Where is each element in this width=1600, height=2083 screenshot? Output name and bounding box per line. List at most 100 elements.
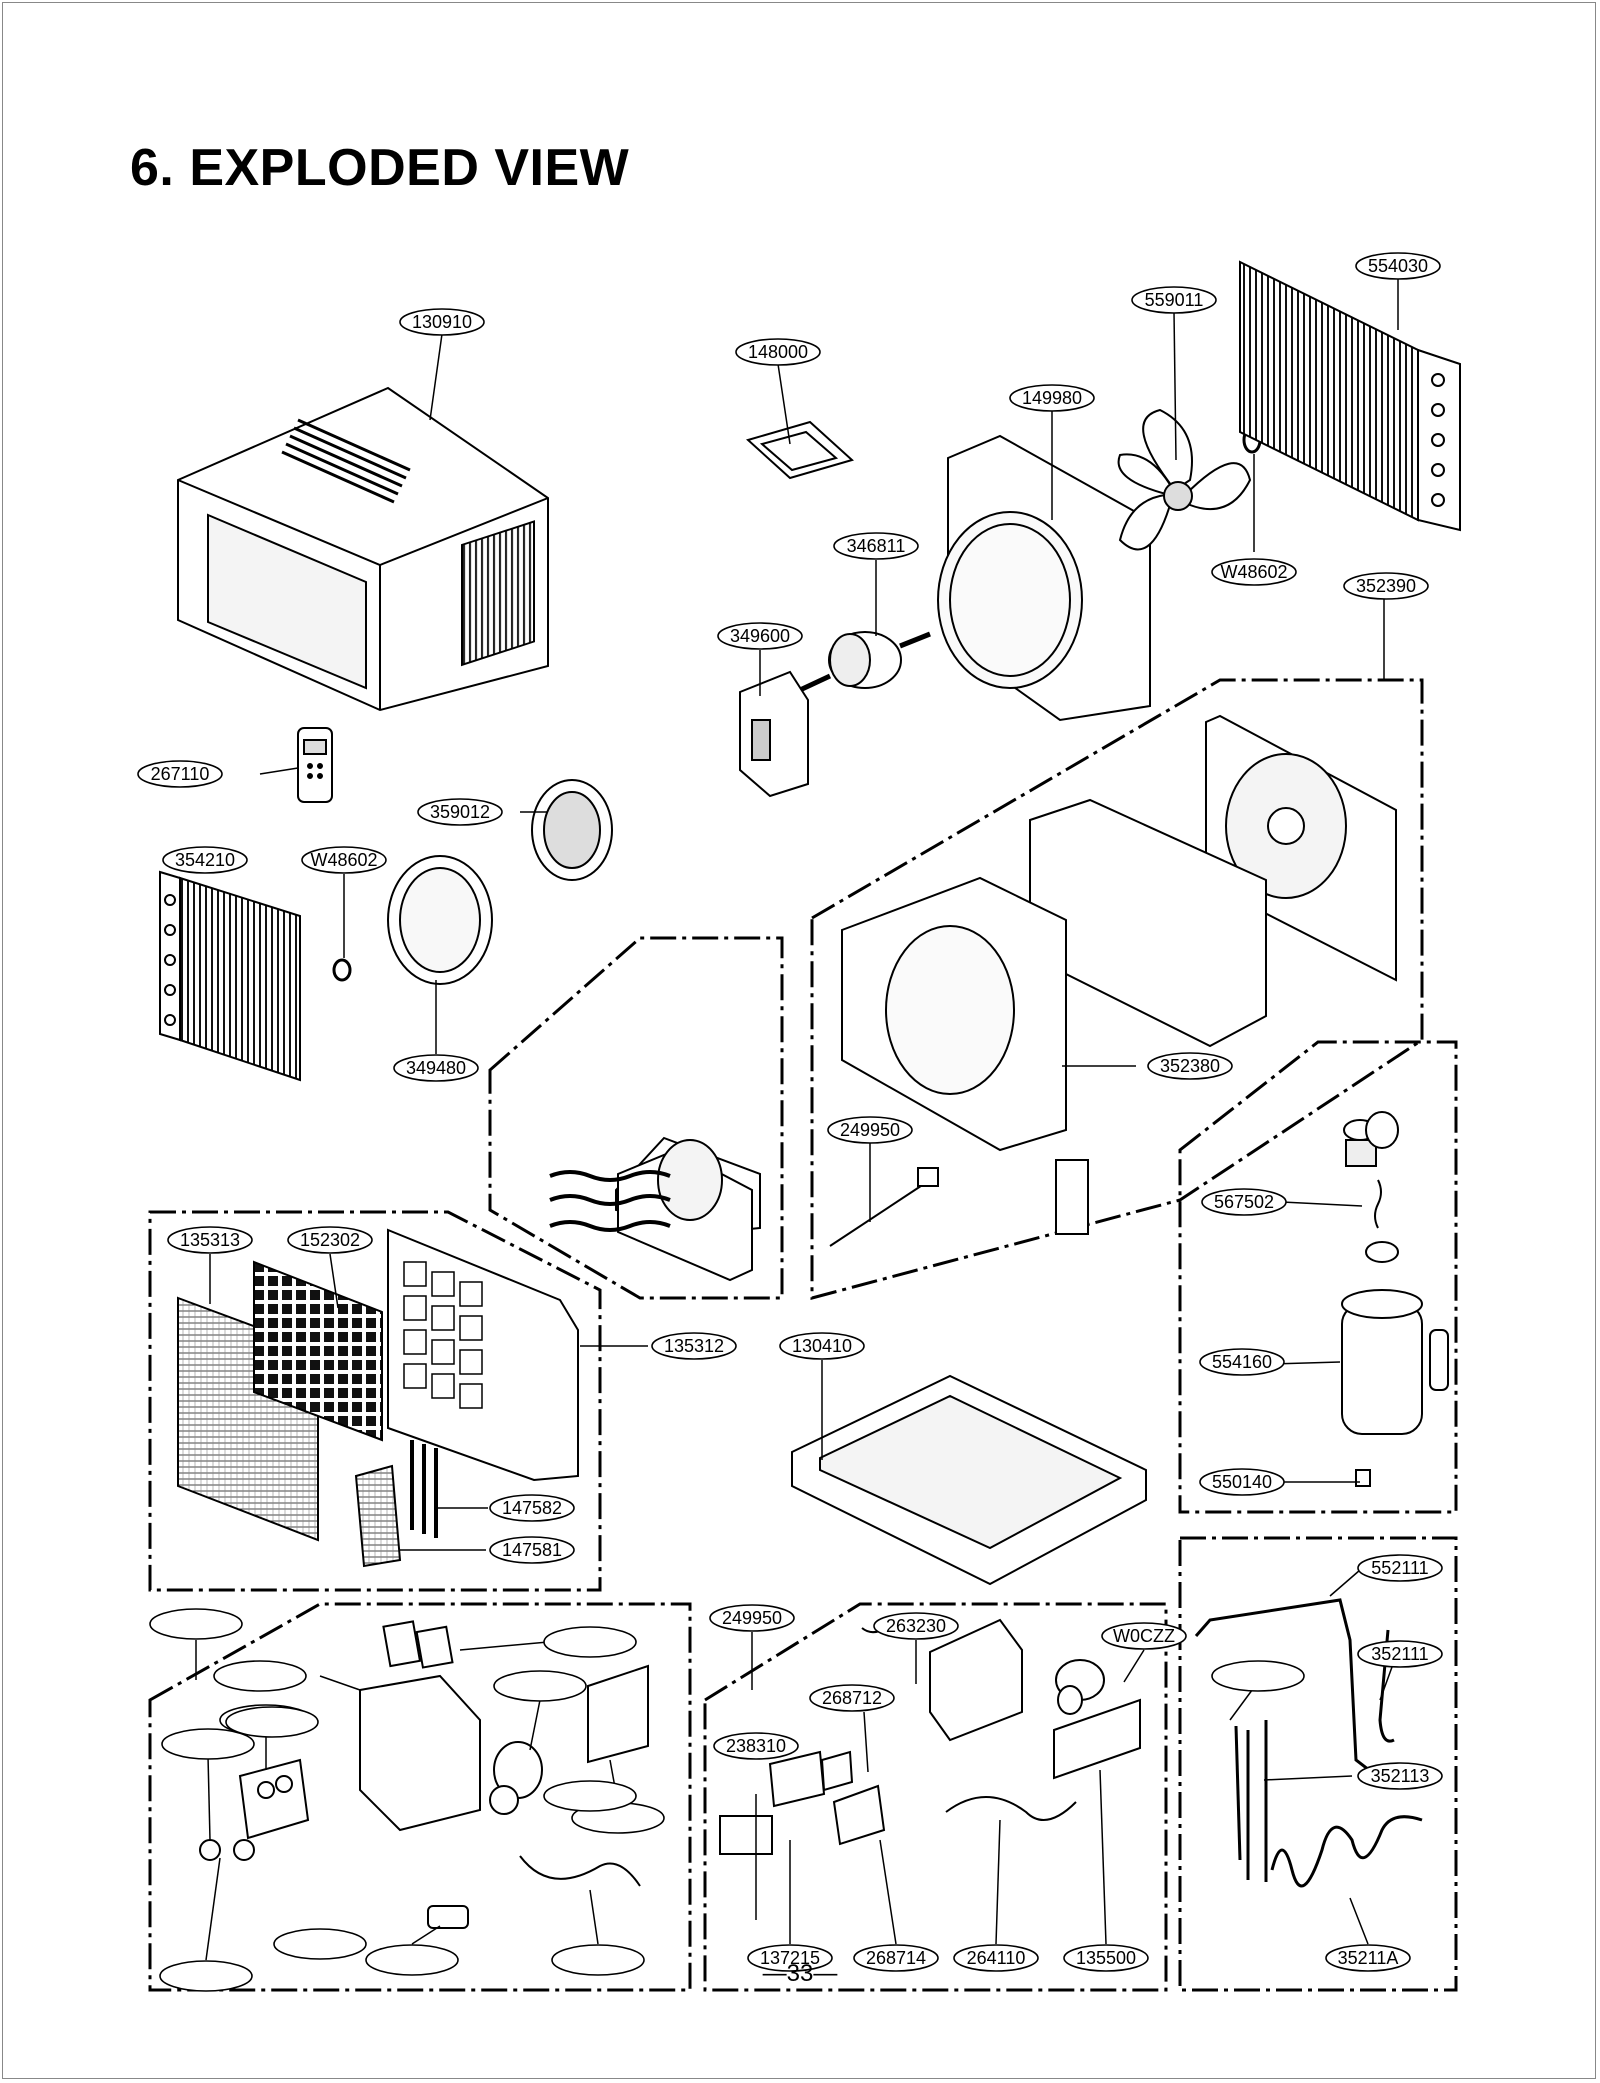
part-number-label: 263230: [886, 1616, 946, 1636]
bracket-part: [746, 420, 854, 480]
part-callout: 352380: [1147, 1052, 1233, 1080]
part-callout: 149980: [1009, 384, 1095, 412]
part-callout: 567502: [1201, 1188, 1287, 1216]
part-number-label: 249950: [722, 1608, 782, 1628]
part-callout: 359012: [417, 798, 503, 826]
callout-ellipse: [1199, 1348, 1285, 1376]
fan-part: [1117, 408, 1252, 551]
air-filter-part: [253, 1260, 383, 1442]
part-number-label: 147582: [502, 1498, 562, 1518]
part-number-label: 352380: [1160, 1056, 1220, 1076]
part-callout: 135500: [1063, 1944, 1149, 1972]
callout-ellipse: [1009, 384, 1095, 412]
part-callout: 268712: [809, 1684, 895, 1712]
part-callout: 147581: [489, 1536, 575, 1564]
remote-control-part: [297, 727, 333, 803]
part-number-label: W48602: [310, 850, 377, 870]
part-number-label: 137215: [760, 1948, 820, 1968]
callout-ellipse: [853, 1944, 939, 1972]
part-callout: 352111: [1357, 1640, 1443, 1668]
part-callout: 135313: [167, 1226, 253, 1254]
part-callout: 550140: [1199, 1468, 1285, 1496]
clip-part-2: [332, 958, 352, 982]
blank-callout: [365, 1944, 459, 1976]
callout-ellipse: [162, 846, 248, 874]
part-callout: 249950: [827, 1116, 913, 1144]
group-box-air-guide: [810, 678, 1424, 1300]
part-callout: 352113: [1357, 1762, 1443, 1790]
callout-ellipse: [747, 1944, 833, 1972]
part-callout: 152302: [287, 1226, 373, 1254]
part-callout: 349600: [717, 622, 803, 650]
cabinet-part: [177, 386, 549, 712]
blower-fan-part: [531, 779, 613, 881]
callout-ellipse: [1063, 1944, 1149, 1972]
motor-part: [798, 631, 931, 693]
part-number-label: 554160: [1212, 1352, 1272, 1372]
part-number-label: 238310: [726, 1736, 786, 1756]
callout-ellipse: [779, 1332, 865, 1360]
part-number-label: 352390: [1356, 576, 1416, 596]
callout-ellipse: [1325, 1944, 1411, 1972]
part-number-label: 152302: [300, 1230, 360, 1250]
group-box-piping: [1178, 1536, 1458, 1992]
air-guide-part: [841, 798, 1267, 1152]
part-callout: 135312: [651, 1332, 737, 1360]
part-number-label: 267110: [151, 764, 210, 784]
callout-ellipse: [953, 1944, 1039, 1972]
part-number-label: 264110: [967, 1948, 1026, 1968]
page-title: 6. EXPLODED VIEW: [130, 139, 630, 197]
part-number-label: 352111: [1371, 1644, 1428, 1664]
part-number-label: 148000: [748, 342, 808, 362]
blank-callout: [273, 1928, 367, 1960]
callout-ellipse: [287, 1226, 373, 1254]
part-callout: 559011: [1131, 286, 1217, 314]
part-callout: 554030: [1355, 252, 1441, 280]
callout-ellipse: [167, 1226, 253, 1254]
callout-ellipse: [1357, 1762, 1443, 1790]
part-number-label: 552111: [1371, 1558, 1428, 1578]
front-panel-part: [387, 1228, 579, 1482]
base-pan-part: [791, 1374, 1147, 1586]
part-number-label: 359012: [430, 802, 490, 822]
part-callout: 352390: [1343, 572, 1429, 600]
part-number-label: 35211A: [1338, 1948, 1399, 1968]
part-callout: 346811: [833, 532, 919, 560]
callout-ellipse: [399, 308, 485, 336]
thermistor-part: [829, 1159, 1089, 1247]
part-number-label: 130410: [792, 1336, 852, 1356]
part-callout: 268714: [853, 1944, 939, 1972]
part-number-label: 268712: [822, 1688, 882, 1708]
group-box-front-panel: [148, 1210, 602, 1592]
callout-ellipse: [1211, 558, 1297, 586]
callout-ellipse: [137, 760, 223, 788]
compressor-part: [1341, 1111, 1449, 1487]
blank-callout: [1211, 1660, 1305, 1692]
callout-ellipse: [709, 1604, 795, 1632]
part-number-label: W48602: [1220, 562, 1287, 582]
condenser-part: [1239, 260, 1461, 532]
callout-ellipse: [833, 532, 919, 560]
callout-ellipse: [1201, 1188, 1287, 1216]
blank-callout: [149, 1608, 243, 1640]
part-callout: W0CZZ: [1101, 1622, 1187, 1650]
heater-part: [549, 1136, 761, 1282]
part-number-label: 130910: [412, 312, 472, 332]
part-number-label: 135313: [180, 1230, 240, 1250]
part-number-label: 567502: [1214, 1192, 1274, 1212]
shroud-part: [937, 434, 1151, 722]
part-number-label: 352113: [1371, 1766, 1430, 1786]
callout-ellipse: [1357, 1554, 1443, 1582]
part-number-label: 268714: [866, 1948, 926, 1968]
page-number: —33—: [762, 1960, 838, 1987]
part-number-label: 346811: [847, 536, 906, 556]
callout-ellipse: [1355, 252, 1441, 280]
callout-ellipse: [1131, 286, 1217, 314]
part-callout: 263230: [873, 1612, 959, 1640]
part-number-label: 550140: [1212, 1472, 1272, 1492]
part-number-label: 147581: [502, 1540, 562, 1560]
blank-callout: [159, 1960, 253, 1992]
part-number-label: 354210: [175, 850, 235, 870]
